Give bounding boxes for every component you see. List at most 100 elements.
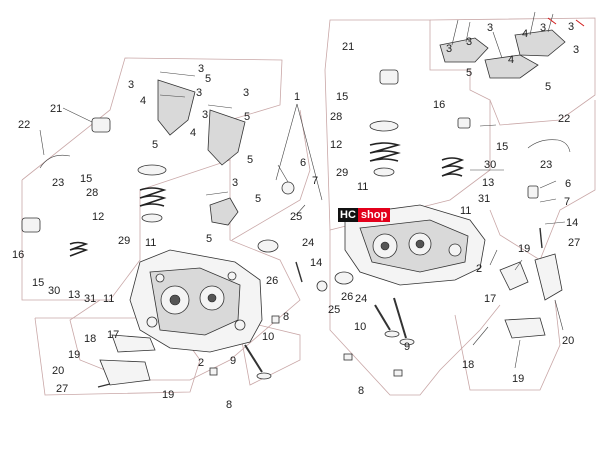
- callout-8: 8: [226, 399, 232, 411]
- callout-8: 8: [283, 311, 289, 323]
- callout-3: 3: [568, 21, 574, 33]
- callout-19: 19: [162, 389, 174, 401]
- callout-7: 7: [312, 175, 318, 187]
- callout-11: 11: [357, 181, 368, 193]
- logo-shop: shop: [357, 208, 391, 222]
- callout-3: 3: [198, 63, 204, 75]
- callout-3: 3: [446, 43, 452, 55]
- leader-lines: [39, 103, 566, 369]
- callout-16: 16: [12, 249, 24, 261]
- callout-25: 25: [328, 304, 340, 316]
- callout-10: 10: [354, 321, 366, 333]
- callout-24: 24: [302, 237, 314, 249]
- callout-20: 20: [52, 365, 64, 377]
- callout-22: 22: [18, 119, 30, 131]
- callout-17: 17: [484, 293, 496, 305]
- callout-28: 28: [86, 187, 98, 199]
- callout-26: 26: [266, 275, 278, 287]
- callout-3: 3: [202, 109, 208, 121]
- callout-3: 3: [487, 22, 493, 34]
- callout-22: 22: [558, 113, 570, 125]
- callout-9: 9: [230, 355, 236, 367]
- callout-5: 5: [205, 73, 211, 85]
- callout-14: 14: [310, 257, 322, 269]
- callout-17: 17: [107, 329, 119, 341]
- callout-27: 27: [568, 237, 580, 249]
- callout-19: 19: [518, 243, 530, 255]
- callout-5: 5: [247, 154, 253, 166]
- callout-5: 5: [206, 233, 212, 245]
- callout-11: 11: [103, 293, 114, 305]
- callout-11: 11: [145, 237, 156, 249]
- callout-5: 5: [152, 139, 158, 151]
- callout-5: 5: [466, 67, 472, 79]
- callout-15: 15: [496, 141, 508, 153]
- callout-3: 3: [540, 22, 546, 34]
- callout-1: 1: [294, 91, 300, 103]
- valves: [244, 297, 415, 380]
- callout-labels: 3 3 4 5 3 3 3 4 5 5 5 21 22 23 15 28 12 …: [12, 21, 580, 411]
- callout-13: 13: [68, 289, 80, 301]
- callout-3: 3: [128, 79, 134, 91]
- callout-3: 3: [466, 36, 472, 48]
- callout-28: 28: [330, 111, 342, 123]
- callout-9: 9: [404, 341, 410, 353]
- right-rocker-assemblies: [439, 11, 566, 79]
- left-cylinder-head: [129, 249, 263, 353]
- small-parts: [97, 227, 543, 388]
- callout-4: 4: [190, 127, 196, 139]
- callout-20: 20: [562, 335, 574, 347]
- callout-30: 30: [484, 159, 496, 171]
- callout-3: 3: [243, 87, 249, 99]
- callout-23: 23: [540, 159, 552, 171]
- callout-25: 25: [290, 211, 302, 223]
- callout-14: 14: [566, 217, 578, 229]
- callout-30: 30: [48, 285, 60, 297]
- callout-29: 29: [118, 235, 130, 247]
- callout-18: 18: [84, 333, 96, 345]
- valve-springs: [69, 120, 465, 257]
- callout-12: 12: [92, 211, 104, 223]
- callout-4: 4: [140, 95, 146, 107]
- callout-5: 5: [244, 111, 250, 123]
- callout-4: 4: [522, 28, 528, 40]
- callout-24: 24: [355, 293, 367, 305]
- callout-6: 6: [565, 178, 571, 190]
- callout-3: 3: [573, 44, 579, 56]
- callout-10: 10: [262, 331, 274, 343]
- callout-4: 4: [508, 54, 514, 66]
- left-rocker-assemblies: [157, 71, 246, 226]
- callout-31: 31: [478, 193, 490, 205]
- callout-3: 3: [196, 87, 202, 99]
- callout-27: 27: [56, 383, 68, 395]
- tappet-buckets: [21, 69, 539, 233]
- callout-31: 31: [84, 293, 96, 305]
- adjusting-marks: [547, 17, 585, 27]
- logo-hc: HC: [338, 208, 358, 222]
- callout-5: 5: [255, 193, 261, 205]
- oil-tubes-and-covers: [39, 139, 571, 386]
- callout-21: 21: [342, 41, 354, 53]
- callout-2: 2: [198, 357, 204, 369]
- callout-21: 21: [50, 103, 62, 115]
- callout-12: 12: [330, 139, 342, 151]
- callout-3: 3: [232, 177, 238, 189]
- hcshop-logo: HC shop: [338, 208, 391, 222]
- right-cylinder-head: [344, 204, 486, 286]
- callout-11: 11: [460, 205, 471, 217]
- callout-29: 29: [336, 167, 348, 179]
- group-outlines: [21, 17, 596, 396]
- callout-16: 16: [433, 99, 445, 111]
- callout-15: 15: [80, 173, 92, 185]
- callout-2: 2: [476, 263, 482, 275]
- callout-23: 23: [52, 177, 64, 189]
- callout-15: 15: [336, 91, 348, 103]
- callout-19: 19: [68, 349, 80, 361]
- callout-15: 15: [32, 277, 44, 289]
- callout-19: 19: [512, 373, 524, 385]
- callout-18: 18: [462, 359, 474, 371]
- callout-13: 13: [482, 177, 494, 189]
- callout-8: 8: [358, 385, 364, 397]
